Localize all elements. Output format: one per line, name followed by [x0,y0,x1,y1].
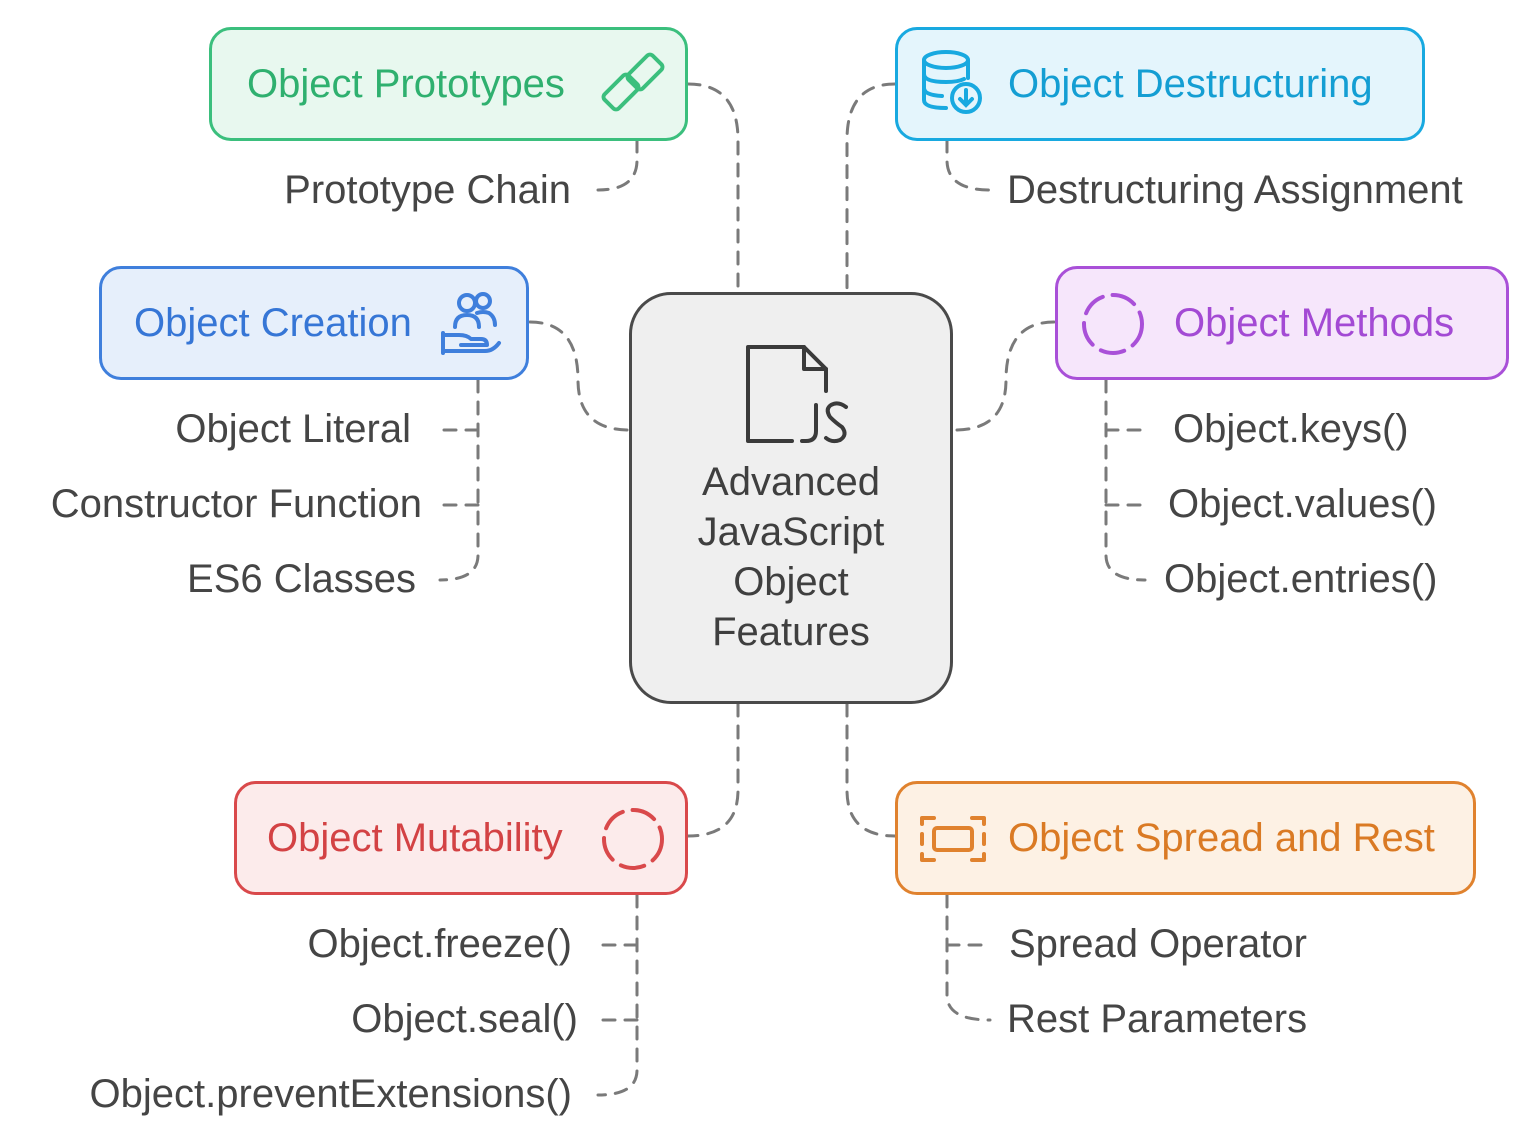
dashed-circle-icon [602,808,664,870]
topic-label: Object Spread and Rest [1008,816,1435,860]
connector-spread-trunk [945,893,992,1022]
topic-object-creation[interactable]: Object Creation [99,266,529,380]
connector-destructuring [845,82,897,294]
connector-spread [845,702,897,838]
topic-object-destructuring[interactable]: Object Destructuring [895,27,1425,141]
connector-prototypes [686,82,740,294]
leaf-object-keys: Object.keys() [1173,407,1409,451]
connector-prototype-chain [596,138,639,192]
leaf-object-prevent-extensions: Object.preventExtensions() [89,1072,572,1116]
connector-methods [953,320,1056,432]
dashed-circle-icon [1082,293,1144,355]
topic-label: Object Mutability [267,816,563,860]
leaf-spread-operator: Spread Operator [1009,922,1307,966]
topic-object-mutability[interactable]: Object Mutability [234,781,688,895]
connector-mutability [686,702,740,838]
topic-label: Object Creation [134,301,412,345]
users-hand-icon [441,292,501,355]
leaf-rest-parameters: Rest Parameters [1007,997,1308,1041]
topic-object-methods[interactable]: Object Methods [1055,266,1509,380]
topic-label: Object Destructuring [1008,62,1373,106]
leaf-object-entries: Object.entries() [1164,557,1438,601]
connector-creation [528,320,631,432]
topic-object-prototypes[interactable]: Object Prototypes [209,27,688,141]
connector-creation-trunk [438,378,480,582]
database-download-icon [922,50,982,114]
leaf-destructuring-assignment: Destructuring Assignment [1007,168,1463,212]
leaf-object-seal: Object.seal() [351,997,578,1041]
connector-methods-trunk [1104,378,1147,582]
frame-icon [920,816,986,862]
center-title: Advanced JavaScript Object Features [697,460,885,654]
leaf-prototype-chain: Prototype Chain [284,168,571,212]
topic-label: Object Prototypes [247,62,565,106]
link-icon [601,52,665,112]
topic-object-spread-and-rest[interactable]: Object Spread and Rest [895,781,1476,895]
center-node: Advanced JavaScript Object Features [629,292,953,704]
leaf-object-literal: Object Literal [175,407,411,451]
leaf-object-freeze: Object.freeze() [307,922,572,966]
connector-mutability-trunk [596,893,639,1097]
leaf-es6-classes: ES6 Classes [187,557,416,601]
topic-label: Object Methods [1174,301,1455,345]
connector-destructuring-assignment [945,138,992,192]
leaf-constructor-function: Constructor Function [50,482,422,526]
leaf-object-values: Object.values() [1168,482,1437,526]
js-file-icon [746,345,848,444]
